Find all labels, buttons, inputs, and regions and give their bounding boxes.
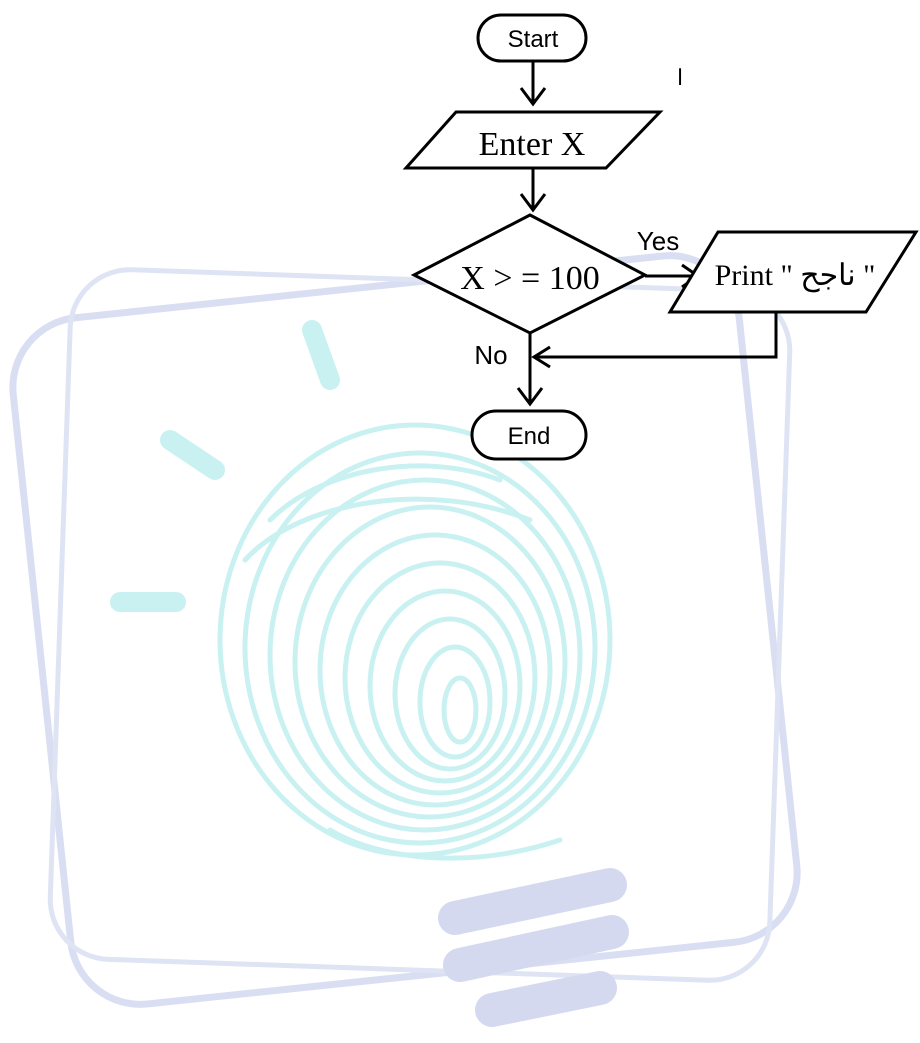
- watermark-logo: [9, 252, 801, 1027]
- start-label: Start: [508, 26, 559, 53]
- stray-mark: ا: [677, 65, 683, 90]
- input-node: Enter X: [402, 110, 664, 170]
- watermark-fingerprint: [217, 422, 613, 861]
- decision-node: X > = 100: [410, 213, 649, 335]
- no-label: No: [474, 340, 507, 370]
- yes-label: Yes: [637, 226, 679, 256]
- decision-label: X > = 100: [460, 260, 599, 297]
- arrow-decision-to-end: [516, 333, 544, 407]
- watermark-bulb-base: [438, 868, 629, 1027]
- output-node: Print " ناجح ": [667, 230, 919, 314]
- input-parallelogram-shape: [402, 110, 664, 170]
- arrow-output-to-merge: [531, 312, 778, 369]
- arrow-input-to-decision: [519, 168, 547, 213]
- watermark-ray-left: [160, 430, 225, 480]
- end-terminator-shape: [470, 409, 588, 461]
- start-node: Start: [476, 13, 588, 63]
- arrow-start-to-input: [519, 61, 547, 107]
- watermark-frame-inner: [47, 267, 793, 983]
- output-parallelogram-shape: [667, 230, 919, 314]
- flowchart: Start ا Enter X X > = 100 Yes: [402, 13, 919, 461]
- output-label: Print " ناجح ": [715, 259, 876, 293]
- end-label: End: [508, 423, 551, 450]
- watermark-ray-top: [302, 320, 340, 390]
- input-label: Enter X: [479, 126, 586, 163]
- watermark-frame-outer: [9, 252, 801, 1008]
- end-node: End: [470, 409, 588, 461]
